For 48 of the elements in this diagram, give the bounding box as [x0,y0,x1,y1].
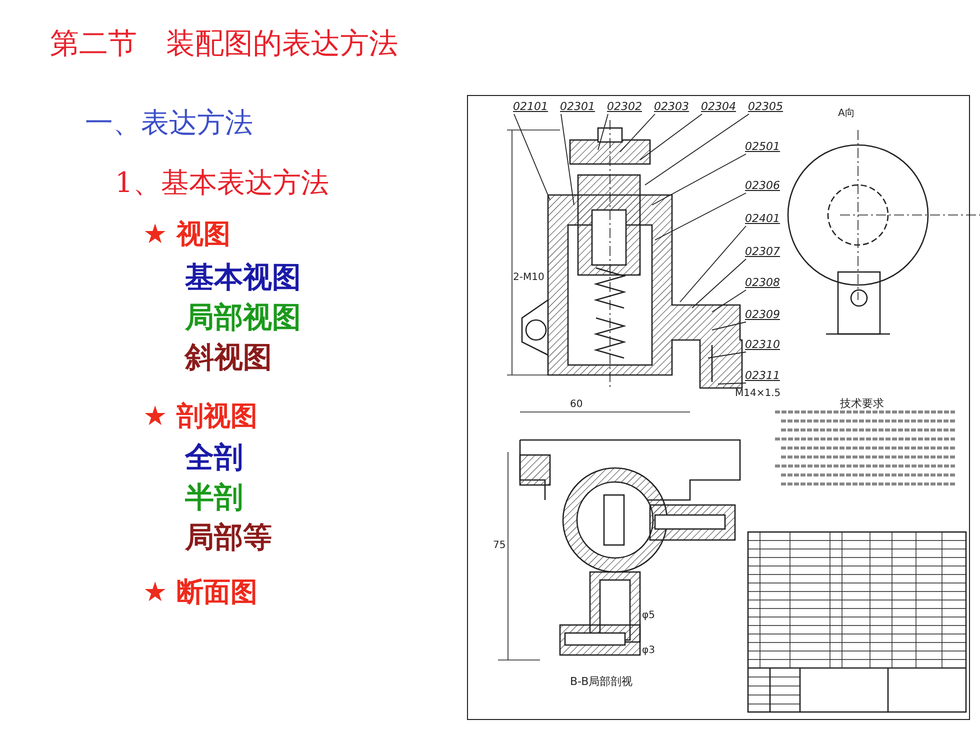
leader-line [640,114,702,160]
part-number: 02307 [745,245,780,259]
leader-line [652,154,746,206]
part-number: 02306 [745,179,780,193]
bullet-item: ★ 视图 [143,220,231,250]
part-number: 02310 [745,338,780,352]
leader-line [712,290,746,312]
list-item: 局部视图 [185,302,301,334]
leader-line [692,258,746,308]
dimension-text: 60 [570,399,583,411]
leader-line [598,114,608,150]
part-number: 02309 [745,308,780,322]
part-number: 02303 [654,100,689,114]
list-item: 半剖 [185,482,243,514]
section-heading: 一、表达方法 [85,108,253,139]
dimension-text: 2-M10 [513,272,544,284]
leader-line [514,114,550,200]
bullet-item: ★ 剖视图 [143,402,258,432]
list-item: 全剖 [185,442,243,474]
subsection-heading: 1、基本表达方法 [115,168,329,199]
part-number: 02501 [745,140,780,154]
dimension-text: A向 [838,108,855,120]
dimension-text: φ5 [642,610,655,622]
part-number: 02304 [701,100,736,114]
list-item: 局部等 [185,522,272,554]
dimension-text: 75 [493,540,506,552]
part-number: 02311 [745,369,780,383]
list-item: 斜视图 [185,342,272,374]
leader-line [620,114,656,152]
leader-line [718,382,746,384]
part-number: 02302 [607,100,642,114]
part-number: 02308 [745,276,780,290]
part-number: 02401 [745,212,780,226]
list-item: 基本视图 [185,262,301,294]
drawing-caption: B-B局部剖视 [570,676,633,688]
part-number: 02305 [748,100,783,114]
bullet-item: ★ 断面图 [143,578,258,608]
dimension-text: φ3 [642,645,655,657]
drawing-caption: 技术要求 [840,398,884,410]
leader-line [644,114,750,186]
part-number: 02101 [513,100,548,114]
leader-line [680,226,746,302]
slide-title: 第二节 装配图的表达方法 [50,28,398,60]
dimension-text: M14×1.5 [735,388,781,400]
leader-line [708,352,746,358]
part-number: 02301 [560,100,595,114]
leader-line [560,114,574,206]
leader-line [654,192,746,240]
